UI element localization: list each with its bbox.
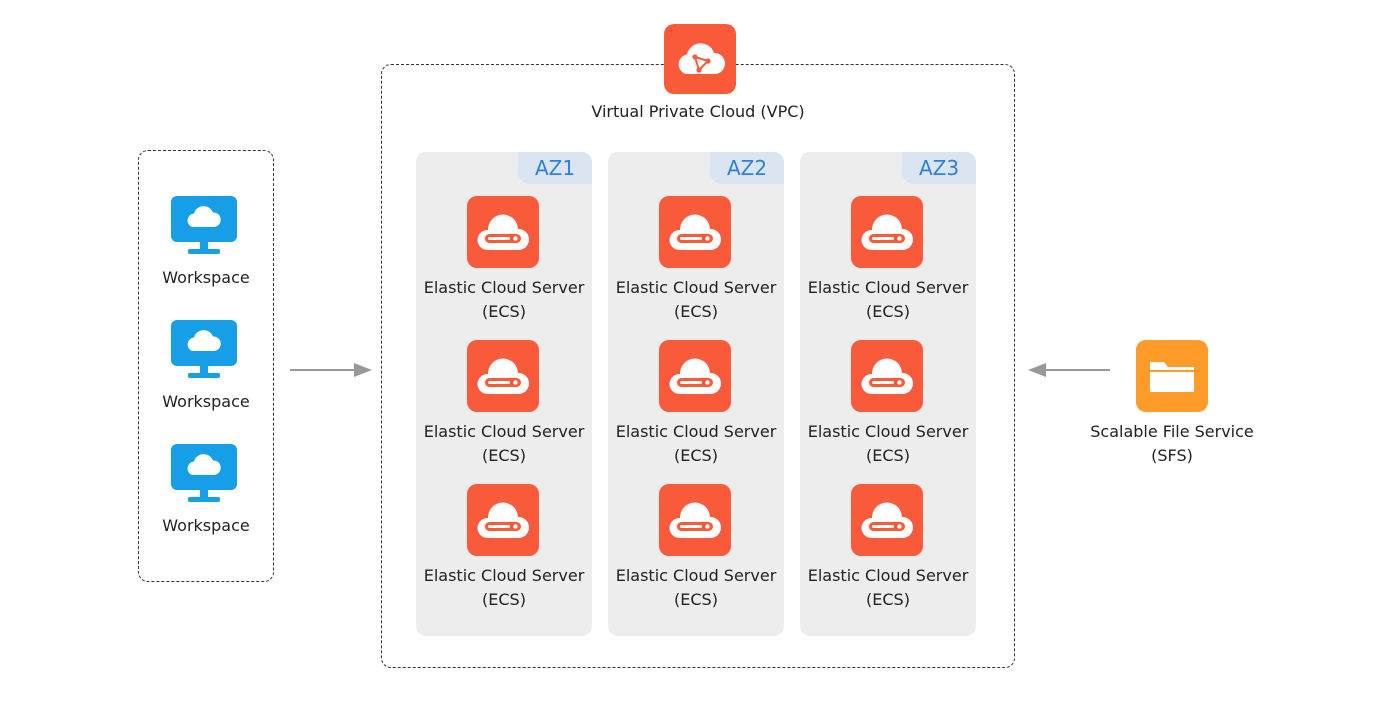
workspace-node[interactable]: Workspace	[138, 196, 274, 287]
ecs-server-icon	[851, 196, 923, 268]
folder-icon	[1136, 340, 1208, 412]
availability-zone-az3: AZ3 Elastic Cloud Server (ECS) Elastic C…	[800, 152, 976, 636]
ecs-label-line2: (ECS)	[674, 590, 718, 609]
vpc-label: Virtual Private Cloud (VPC)	[591, 102, 805, 121]
ecs-server-icon	[467, 196, 539, 268]
az-tab-label: AZ2	[710, 152, 784, 184]
ecs-server-icon	[467, 484, 539, 556]
ecs-label-line1: Elastic Cloud Server	[423, 566, 585, 585]
ecs-node[interactable]: Elastic Cloud Server (ECS)	[608, 340, 784, 470]
ecs-node[interactable]: Elastic Cloud Server (ECS)	[608, 484, 784, 614]
ecs-label-line1: Elastic Cloud Server	[807, 278, 969, 297]
ecs-label-line2: (ECS)	[674, 446, 718, 465]
ecs-server-icon	[851, 340, 923, 412]
ecs-label-line2: (ECS)	[674, 302, 718, 321]
ecs-node[interactable]: Elastic Cloud Server (ECS)	[416, 484, 592, 614]
availability-zone-az2: AZ2 Elastic Cloud Server (ECS) Elastic C…	[608, 152, 784, 636]
arrow-right-icon	[290, 363, 372, 377]
ecs-label-line2: (ECS)	[482, 302, 526, 321]
sfs-node[interactable]: Scalable File Service (SFS)	[1082, 340, 1262, 470]
desktop-cloud-icon	[171, 196, 237, 254]
ecs-label-line2: (ECS)	[866, 446, 910, 465]
availability-zone-az1: AZ1 Elastic Cloud Server (ECS) Elastic C…	[416, 152, 592, 636]
workspace-node[interactable]: Workspace	[138, 444, 274, 535]
ecs-server-icon	[467, 340, 539, 412]
workspace-group	[138, 150, 274, 582]
az-tab-label: AZ3	[902, 152, 976, 184]
az-tab-label: AZ1	[518, 152, 592, 184]
ecs-server-icon	[659, 340, 731, 412]
ecs-server-icon	[659, 196, 731, 268]
arrow-left-icon	[1028, 363, 1110, 377]
ecs-node[interactable]: Elastic Cloud Server (ECS)	[800, 196, 976, 326]
ecs-label-line1: Elastic Cloud Server	[423, 422, 585, 441]
workspace-label: Workspace	[162, 516, 250, 535]
ecs-server-icon	[851, 484, 923, 556]
workspace-label: Workspace	[162, 392, 250, 411]
ecs-label-line1: Elastic Cloud Server	[807, 566, 969, 585]
sfs-label-line1: Scalable File Service	[1090, 422, 1254, 441]
ecs-label-line1: Elastic Cloud Server	[423, 278, 585, 297]
vpc-cloud-icon[interactable]	[664, 24, 736, 94]
ecs-label-line2: (ECS)	[482, 590, 526, 609]
ecs-label-line1: Elastic Cloud Server	[615, 422, 777, 441]
ecs-server-icon	[659, 484, 731, 556]
workspace-node[interactable]: Workspace	[138, 320, 274, 411]
ecs-label-line1: Elastic Cloud Server	[615, 278, 777, 297]
ecs-node[interactable]: Elastic Cloud Server (ECS)	[416, 340, 592, 470]
sfs-label-line2: (SFS)	[1151, 446, 1193, 465]
ecs-label-line1: Elastic Cloud Server	[807, 422, 969, 441]
desktop-cloud-icon	[171, 444, 237, 502]
ecs-label-line2: (ECS)	[482, 446, 526, 465]
ecs-node[interactable]: Elastic Cloud Server (ECS)	[800, 340, 976, 470]
ecs-node[interactable]: Elastic Cloud Server (ECS)	[416, 196, 592, 326]
ecs-label-line2: (ECS)	[866, 590, 910, 609]
ecs-node[interactable]: Elastic Cloud Server (ECS)	[800, 484, 976, 614]
ecs-label-line1: Elastic Cloud Server	[615, 566, 777, 585]
ecs-label-line2: (ECS)	[866, 302, 910, 321]
ecs-node[interactable]: Elastic Cloud Server (ECS)	[608, 196, 784, 326]
desktop-cloud-icon	[171, 320, 237, 378]
workspace-label: Workspace	[162, 268, 250, 287]
